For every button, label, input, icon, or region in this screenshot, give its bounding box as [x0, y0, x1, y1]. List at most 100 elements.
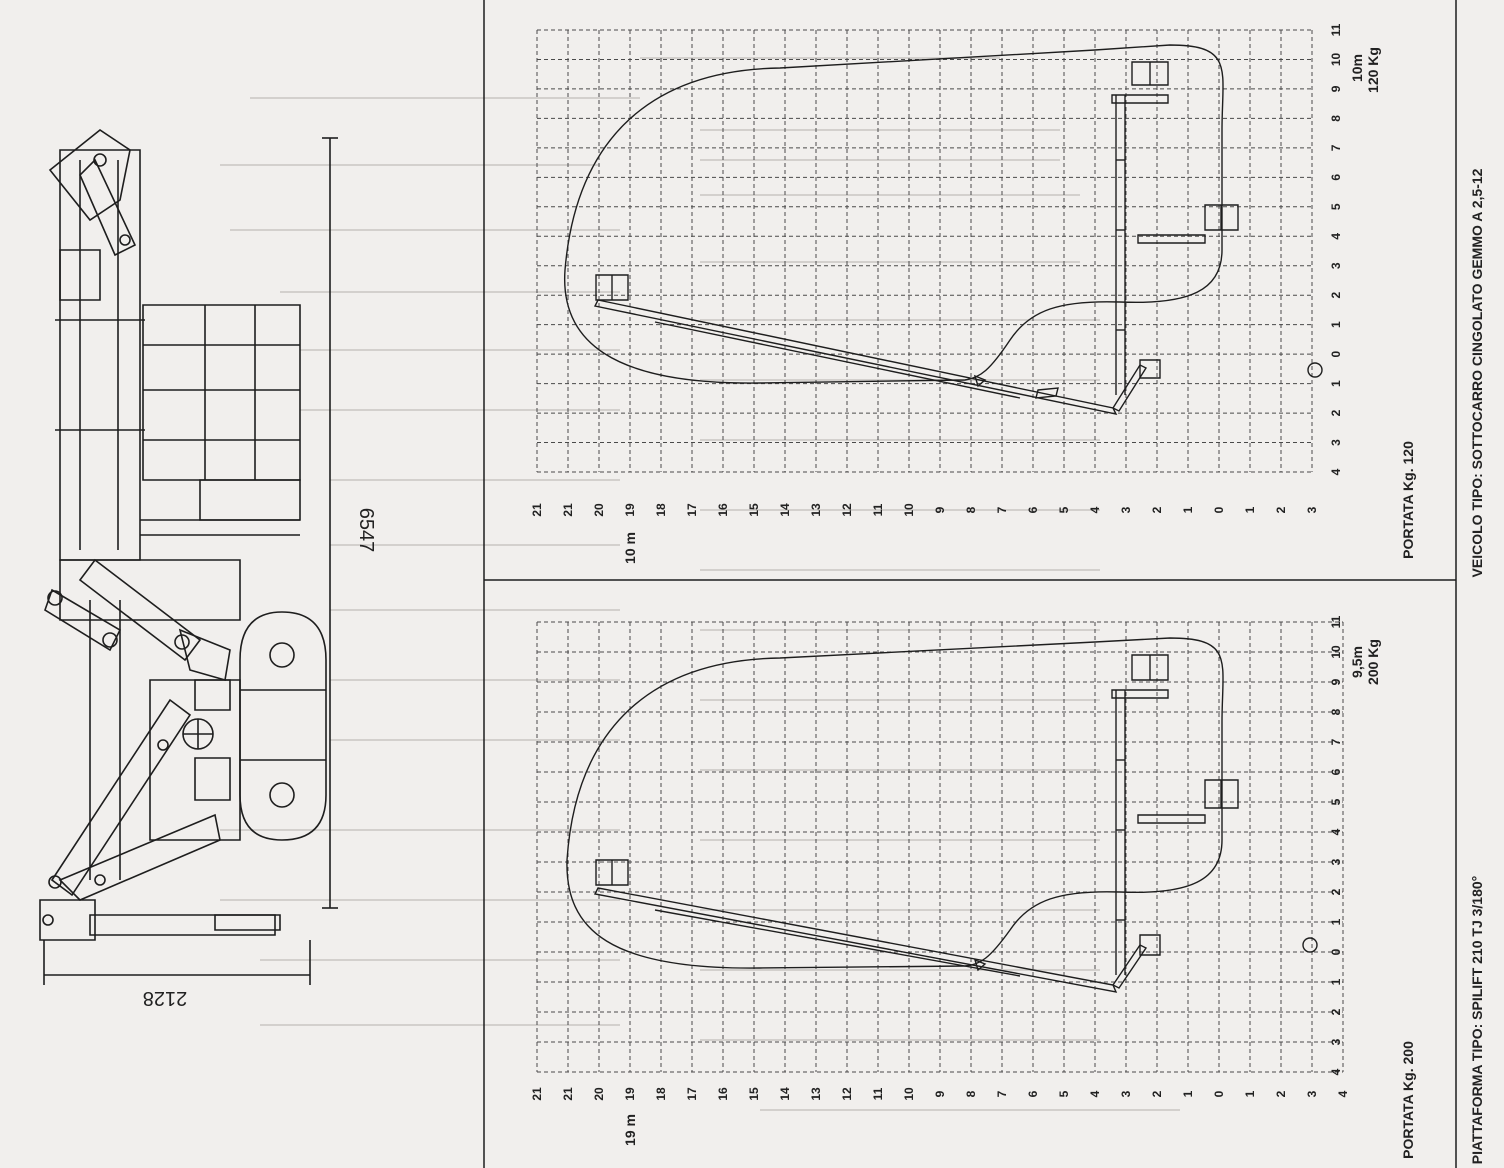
- x-tick-label: 1: [1243, 1090, 1257, 1097]
- upper-annotation-height: 10m: [1349, 54, 1365, 82]
- x-tick-label: 21: [530, 503, 544, 517]
- x-tick-label: 9: [933, 506, 947, 513]
- lower-portata: PORTATA Kg. 200: [1400, 1041, 1416, 1159]
- x-tick-label: 21: [530, 1087, 544, 1101]
- y-tick-label: 0: [1329, 350, 1343, 357]
- upper-grid: [536, 29, 1313, 473]
- y-tick-label: 10: [1329, 645, 1343, 659]
- x-tick-label: 5: [1057, 506, 1071, 513]
- y-tick-label: 3: [1329, 858, 1343, 865]
- upper-portata: PORTATA Kg. 120: [1400, 441, 1416, 559]
- x-tick-label: 4: [1088, 1090, 1102, 1097]
- y-tick-label: 6: [1329, 174, 1343, 181]
- dimension-height: 6547: [355, 508, 377, 553]
- y-tick-label: 5: [1329, 798, 1343, 805]
- x-tick-label: 4: [1336, 1090, 1350, 1097]
- y-tick-label: 0: [1329, 948, 1343, 955]
- x-tick-label: 19: [623, 503, 637, 517]
- y-tick-label: 9: [1329, 678, 1343, 685]
- x-tick-label: 0: [1212, 1090, 1226, 1097]
- x-tick-label: 5: [1057, 1090, 1071, 1097]
- x-tick-label: 13: [809, 503, 823, 517]
- upper-max-height: 10 m: [622, 532, 638, 564]
- platform-type: PIATTAFORMA TIPO: SPILIFT 210 TJ 3/180°: [1469, 876, 1485, 1165]
- upper-working-envelope: [563, 44, 1323, 415]
- y-tick-label: 11: [1329, 23, 1343, 36]
- vehicle-type: VEICOLO TIPO: SOTTOCARRO CINGOLATO GEMMO…: [1469, 168, 1485, 577]
- x-tick-label: 10: [902, 1087, 916, 1101]
- x-tick-label: 2: [1274, 1090, 1288, 1097]
- x-tick-label: 1: [1181, 1090, 1195, 1097]
- x-tick-label: 12: [840, 503, 854, 517]
- y-tick-label: 4: [1329, 468, 1343, 475]
- dimension-width: 2128: [143, 987, 188, 1009]
- frame: [483, 0, 1457, 1168]
- x-tick-label: 2: [1274, 506, 1288, 513]
- y-tick-label: 11: [1329, 615, 1343, 628]
- x-tick-label: 6: [1026, 506, 1040, 513]
- lower-grid: [536, 621, 1344, 1073]
- lower-max-height: 19 m: [622, 1114, 638, 1146]
- x-tick-label: 18: [654, 503, 668, 517]
- x-tick-label: 17: [685, 503, 699, 517]
- x-tick-label: 6: [1026, 1090, 1040, 1097]
- y-tick-label: 4: [1329, 828, 1343, 835]
- x-tick-label: 16: [716, 1087, 730, 1101]
- y-tick-label: 6: [1329, 768, 1343, 775]
- x-tick-label: 15: [747, 1087, 761, 1101]
- x-tick-label: 14: [778, 1087, 792, 1101]
- x-tick-label: 1: [1181, 506, 1195, 513]
- x-tick-label: 14: [778, 503, 792, 517]
- y-tick-label: 3: [1329, 262, 1343, 269]
- x-tick-label: 13: [809, 1087, 823, 1101]
- y-tick-label: 4: [1329, 233, 1343, 240]
- y-tick-label: 2: [1329, 888, 1343, 895]
- y-tick-label: 8: [1329, 708, 1343, 715]
- y-tick-label: 3: [1329, 1038, 1343, 1045]
- y-tick-label: 1: [1329, 321, 1343, 328]
- x-tick-label: 8: [964, 506, 978, 513]
- x-tick-label: 7: [995, 506, 1009, 513]
- x-tick-label: 19: [623, 1087, 637, 1101]
- x-tick-label: 12: [840, 1087, 854, 1101]
- machine-side-view: [39, 129, 338, 985]
- y-tick-label: 1: [1329, 978, 1343, 985]
- y-tick-label: 10: [1329, 52, 1343, 66]
- lower-annotation-height: 9,5m: [1349, 646, 1365, 678]
- x-tick-label: 21: [561, 503, 575, 517]
- x-tick-label: 9: [933, 1090, 947, 1097]
- y-tick-label: 1: [1329, 380, 1343, 387]
- x-tick-label: 15: [747, 503, 761, 517]
- y-tick-label: 3: [1329, 439, 1343, 446]
- y-tick-label: 1: [1329, 918, 1343, 925]
- x-tick-label: 4: [1088, 506, 1102, 513]
- y-tick-label: 4: [1329, 1068, 1343, 1075]
- x-tick-label: 0: [1212, 506, 1226, 513]
- x-tick-label: 20: [592, 503, 606, 517]
- x-tick-label: 3: [1119, 1090, 1133, 1097]
- x-tick-label: 1: [1243, 506, 1257, 513]
- x-tick-label: 21: [561, 1087, 575, 1101]
- x-tick-label: 8: [964, 1090, 978, 1097]
- y-tick-label: 9: [1329, 85, 1343, 92]
- y-tick-label: 5: [1329, 203, 1343, 210]
- x-tick-label: 18: [654, 1087, 668, 1101]
- x-tick-label: 20: [592, 1087, 606, 1101]
- x-tick-label: 3: [1305, 1090, 1319, 1097]
- upper-annotation-load: 120 Kg: [1365, 47, 1381, 93]
- x-tick-label: 2: [1150, 1090, 1164, 1097]
- x-tick-label: 3: [1119, 506, 1133, 513]
- y-tick-label: 8: [1329, 115, 1343, 122]
- y-tick-label: 7: [1329, 738, 1343, 745]
- x-tick-label: 11: [871, 1087, 885, 1100]
- lower-annotation-load: 200 Kg: [1365, 639, 1381, 685]
- y-tick-label: 7: [1329, 144, 1343, 151]
- y-tick-label: 2: [1329, 409, 1343, 416]
- x-tick-label: 10: [902, 503, 916, 517]
- x-tick-label: 3: [1305, 506, 1319, 513]
- lower-working-envelope: [566, 637, 1318, 993]
- x-tick-label: 16: [716, 503, 730, 517]
